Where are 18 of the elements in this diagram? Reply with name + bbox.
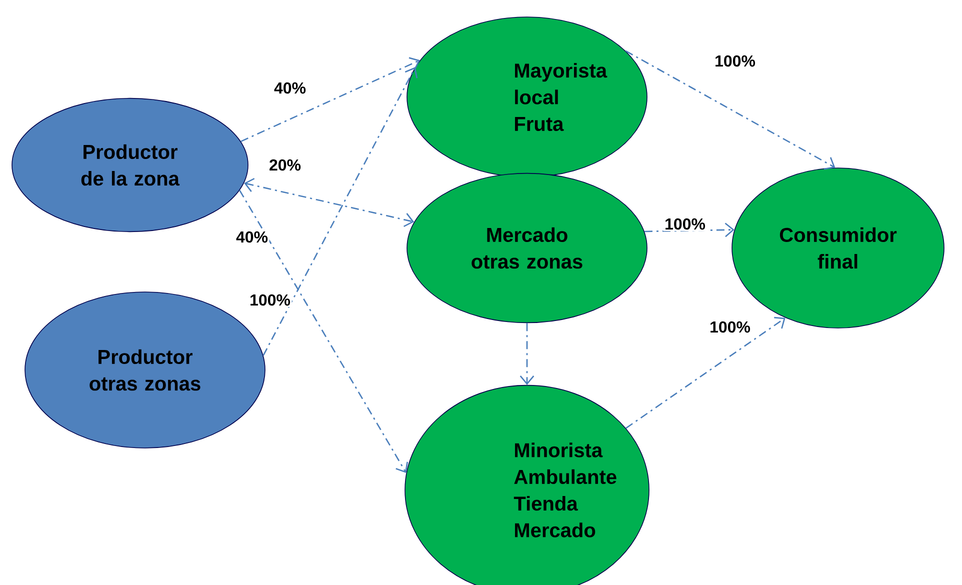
ellipse-node: Mercado otras zonas [406, 172, 648, 324]
edge-label: 100% [663, 217, 707, 231]
arrow [239, 190, 408, 474]
arrow [644, 222, 734, 238]
edge-label: 40% [234, 230, 270, 244]
ellipse-node: Mayorista local Fruta [406, 16, 648, 178]
arrow [626, 316, 786, 429]
arrow [625, 50, 836, 170]
edge-label: 100% [713, 54, 757, 68]
ellipse-node: Productor de la zona [12, 98, 248, 232]
ellipse-node: Minorista Ambulante Tienda Mercado [404, 384, 650, 585]
edge-label: 100% [248, 293, 292, 307]
arrow [262, 67, 418, 356]
arrow [244, 178, 414, 228]
arrow [520, 323, 534, 385]
arrow [240, 57, 420, 142]
edge-label: 40% [272, 81, 308, 95]
edge-label: 20% [268, 158, 302, 172]
